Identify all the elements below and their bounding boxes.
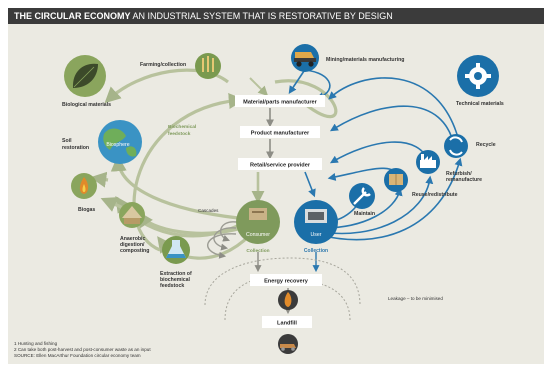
soil-label: Soil (62, 138, 72, 144)
energy-flame-icon (284, 292, 292, 307)
biosphere-node: Biosphere (98, 120, 142, 164)
biosphere-globe-icon (103, 128, 126, 150)
cascades-label: Cascades (198, 208, 219, 213)
landfill-node (278, 334, 298, 354)
biogas-node (71, 173, 97, 199)
extraction-label-3: feedstock (160, 283, 184, 289)
technical-materials-label: Technical materials (456, 101, 504, 107)
svg-text:Retail/service provider: Retail/service provider (250, 163, 311, 169)
mining-label: Mining/materials manufacturing (326, 57, 404, 63)
maintain-label: Maintain (354, 211, 375, 217)
flask-icon (166, 240, 186, 258)
leakage-label: Leakage – to be minimised (388, 296, 443, 301)
svg-text:Landfill: Landfill (277, 321, 297, 327)
recycle-node (444, 134, 468, 158)
anaerobic-label-3: composting (120, 248, 149, 254)
header-bar (8, 8, 544, 24)
biochemical-label-1: Biochemical (168, 124, 196, 130)
collection-label-right: Collection (304, 248, 328, 254)
anaerobic-node (119, 202, 145, 228)
refurbish-node (416, 150, 440, 174)
wheat-icon (202, 56, 214, 72)
energy-recovery-box: Energy recovery (250, 274, 322, 286)
reuse-label: Reuse/redistribute (412, 192, 458, 198)
refurbish-label-2: remanufacture (446, 177, 482, 183)
diagram-title: THE CIRCULAR ECONOMY AN INDUSTRIAL SYSTE… (14, 11, 393, 21)
cascades-arcs (207, 221, 237, 259)
biogas-label: Biogas (78, 207, 95, 213)
digester-hut-icon (122, 206, 142, 218)
footnote-1: 1 Hunting and fishing (14, 341, 58, 346)
biological-materials-label: Biological materials (62, 102, 111, 108)
landfill-truck-icon (280, 344, 296, 351)
farming-label: Farming/collection (140, 62, 186, 68)
recycle-icon (449, 136, 463, 143)
footnotes: 1 Hunting and fishing 2 Can take both po… (14, 341, 151, 358)
anaerobic-label-1: Anaerobic (120, 236, 145, 242)
user-circle: User (294, 200, 338, 244)
material-parts-box: Material/parts manufacturer (235, 95, 325, 107)
restoration-label: restoration (62, 145, 89, 151)
extraction-label-2: biochemical (160, 277, 191, 283)
extraction-label-1: Extraction of (160, 271, 192, 277)
central-flow (249, 67, 320, 315)
recycle-label: Recycle (476, 142, 496, 148)
landfill-box: Landfill (262, 316, 312, 328)
retail-service-box: Retail/service provider (238, 158, 322, 170)
reuse-node (384, 168, 408, 192)
footnote-2: 2 Can take both post-harvest and post-co… (14, 347, 151, 352)
energy-node (278, 290, 298, 310)
product-manufacturer-box: Product manufacturer (240, 126, 320, 138)
anaerobic-label-2: digestion/ (120, 242, 145, 248)
consumer-label: Consumer (246, 232, 270, 238)
biochemical-label-2: feedstock (168, 131, 191, 137)
svg-text:Energy recovery: Energy recovery (264, 279, 309, 285)
collection-label-left: Collection (246, 248, 269, 254)
refurbish-label-1: Refurbish/ (446, 171, 472, 177)
factory-icon (420, 154, 436, 168)
extraction-node (162, 236, 190, 264)
maintain-node (349, 183, 375, 209)
consumer-circle: Consumer (236, 200, 280, 244)
biological-materials-node (64, 55, 106, 97)
gear-icon (465, 63, 491, 89)
wrench-icon (353, 187, 371, 205)
svg-text:Product manufacturer: Product manufacturer (251, 131, 310, 137)
technical-materials-node (457, 55, 499, 97)
user-label: User (311, 232, 322, 238)
farming-node (195, 53, 221, 79)
biosphere-label: Biosphere (106, 142, 129, 148)
consumer-goods-icon (249, 208, 267, 220)
mining-node (291, 44, 319, 72)
biochemical-feedstock-arc (132, 93, 245, 252)
footnote-source: SOURCE: Ellen MacArthur Foundation circu… (14, 353, 141, 358)
mining-truck-icon (294, 52, 316, 67)
svg-text:Material/parts manufacturer: Material/parts manufacturer (243, 100, 317, 106)
